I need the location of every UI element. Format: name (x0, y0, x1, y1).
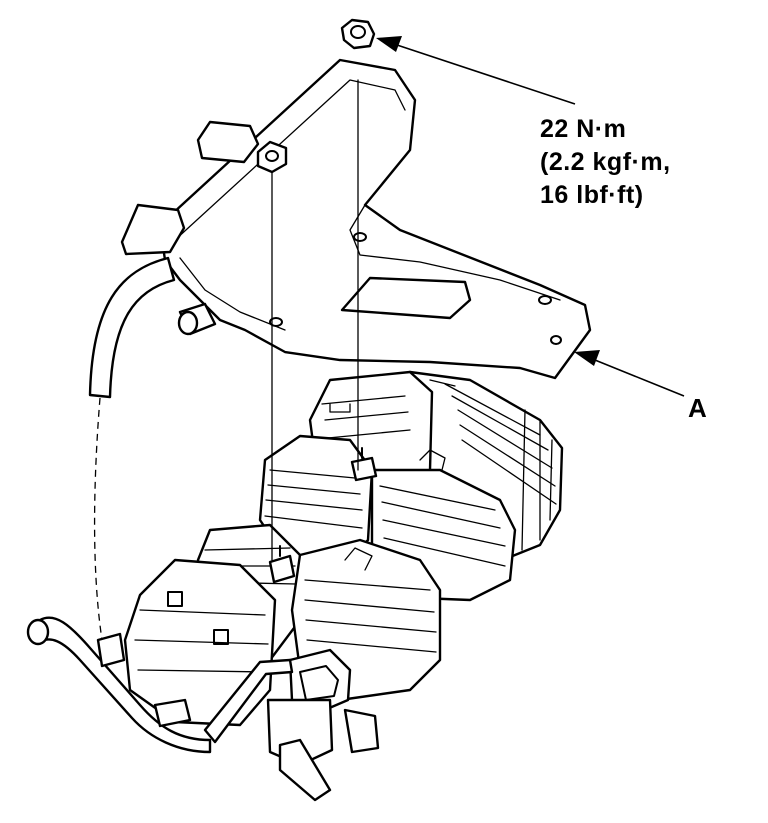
callout-a-leader-arrow (574, 350, 685, 397)
torque-spec-lbf: 16 lbf·ft) (540, 181, 644, 209)
torque-leader-arrow (376, 36, 576, 105)
flange-nut (340, 18, 376, 50)
vent-hose (88, 256, 176, 641)
torque-spec-label: 22 N·m (2.2 kgf·m, 16 lbf·ft) (540, 113, 671, 212)
mounting-bracket (120, 58, 592, 561)
torque-spec-metric: 22 N·m (540, 115, 627, 143)
canister-assembly (26, 370, 564, 802)
callout-a-label: A (688, 393, 707, 423)
torque-spec-kgf: (2.2 kgf·m, (540, 148, 671, 176)
